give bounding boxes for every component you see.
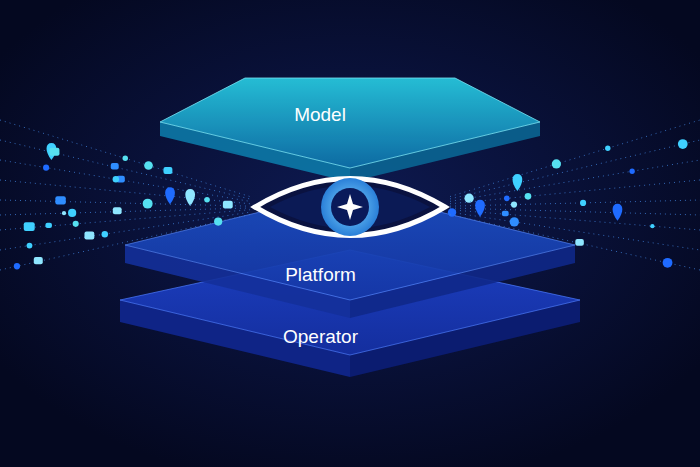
layer-label: Platform	[285, 264, 356, 287]
stream-dot	[663, 258, 673, 268]
stream-dot	[580, 200, 586, 206]
location-pin	[165, 187, 175, 204]
stream-line	[450, 212, 700, 250]
stream-dot	[504, 196, 510, 202]
stream-dot	[525, 193, 532, 200]
location-pin	[475, 200, 485, 217]
location-pin	[613, 204, 623, 221]
stream-line	[450, 180, 700, 204]
stream-line	[0, 120, 250, 197]
stream-line	[450, 200, 700, 206]
message-icon	[113, 207, 122, 214]
message-icon	[84, 232, 94, 240]
message-icon	[49, 148, 59, 156]
stream-line	[0, 215, 250, 270]
stream-line	[450, 140, 700, 199]
message-icon	[575, 239, 584, 246]
stream-line	[450, 210, 700, 230]
stream-dot	[27, 243, 33, 249]
layer-slab: Model	[287, 101, 353, 130]
message-icon	[163, 167, 172, 174]
stream-dot	[511, 202, 517, 208]
layer-label: Operator	[283, 326, 358, 349]
stream-dot	[14, 263, 20, 269]
stream-line	[450, 160, 700, 201]
stream-line	[0, 212, 250, 250]
stream-line	[450, 208, 700, 215]
message-icon	[223, 201, 233, 209]
stream-dot	[650, 224, 654, 228]
stream-dot	[144, 161, 153, 170]
stream-line	[0, 180, 250, 204]
stream-dot	[510, 217, 519, 226]
stream-dot	[123, 156, 128, 161]
message-icon	[502, 211, 509, 216]
stream-dot	[552, 159, 561, 168]
stream-line	[0, 200, 250, 206]
stream-dot	[605, 146, 610, 151]
stream-line	[0, 208, 250, 215]
stream-line	[450, 215, 700, 270]
layer-slab: Operator	[276, 323, 365, 352]
stream-dot	[464, 194, 473, 203]
layer-label: Model	[294, 104, 346, 127]
message-icon	[111, 163, 119, 169]
stream-line	[0, 140, 250, 199]
message-icon	[45, 223, 52, 228]
stream-line	[450, 120, 700, 197]
stream-dot	[143, 199, 153, 209]
stream-dot	[214, 218, 222, 226]
location-pin	[185, 189, 195, 206]
message-icon	[24, 222, 35, 231]
stream-dot	[113, 176, 119, 182]
stream-dot	[678, 139, 688, 149]
message-icon	[34, 257, 43, 264]
stream-dot	[62, 211, 66, 215]
stream-dot	[629, 169, 634, 174]
stream-dot	[68, 209, 76, 217]
stream-line	[0, 210, 250, 230]
location-pin	[513, 174, 523, 191]
stream-dot	[43, 165, 49, 171]
stream-dot	[204, 197, 210, 203]
stream-dot	[102, 231, 108, 237]
stream-line	[0, 160, 250, 201]
message-icon	[55, 196, 65, 204]
stream-dot	[73, 221, 79, 227]
layer-slab: Platform	[278, 261, 363, 290]
